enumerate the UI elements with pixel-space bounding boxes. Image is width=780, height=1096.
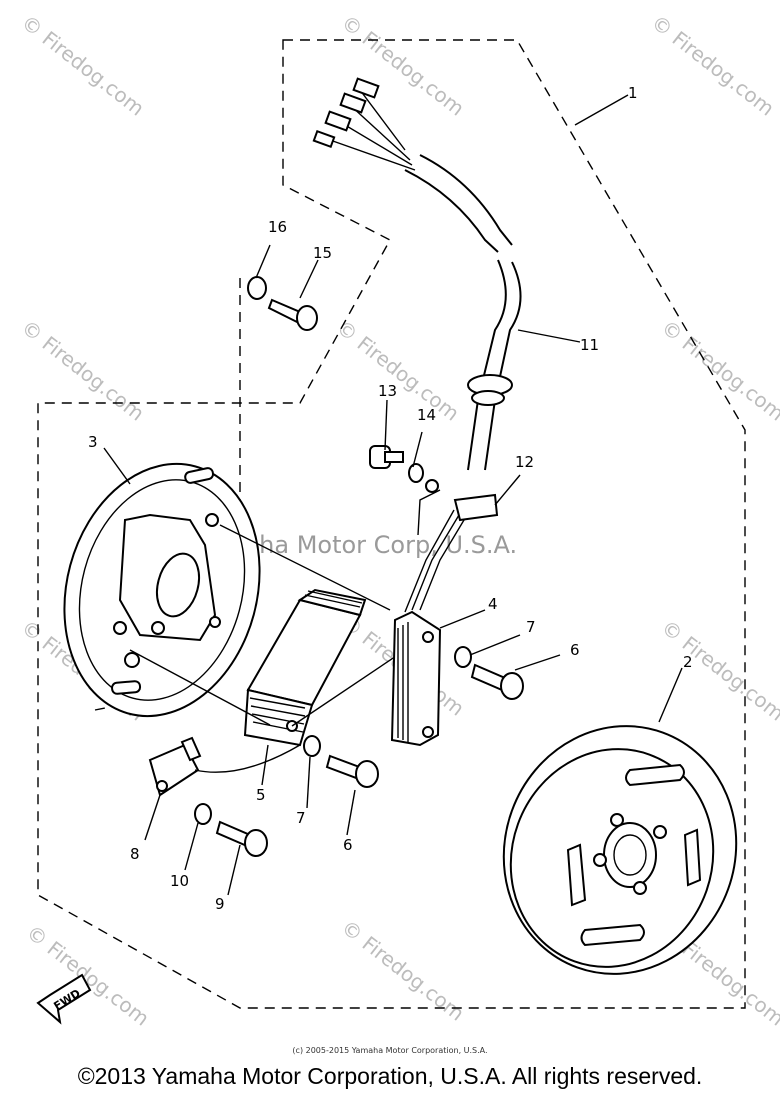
callout-15: 15 bbox=[313, 244, 332, 262]
assembly-boundary bbox=[37, 39, 746, 1009]
callout-6: 6 bbox=[343, 836, 353, 854]
callout-12: 12 bbox=[515, 453, 534, 471]
clamp bbox=[453, 493, 499, 522]
callout-10: 10 bbox=[170, 872, 189, 890]
watermark: © Firedog.com bbox=[657, 615, 780, 725]
washer-7 bbox=[454, 646, 472, 668]
watermark: © Firedog.com bbox=[17, 315, 149, 425]
watermark: © Firedog.com bbox=[647, 10, 779, 120]
callout-16: 16 bbox=[268, 218, 287, 236]
source-coil bbox=[243, 588, 367, 747]
screw-15 bbox=[267, 298, 318, 331]
screw-13 bbox=[369, 445, 404, 469]
base-plate bbox=[63, 462, 261, 718]
callout-9: 9 bbox=[215, 895, 225, 913]
callout-6: 6 bbox=[570, 641, 580, 659]
callout-7: 7 bbox=[296, 809, 306, 827]
watermark: © Firedog.com bbox=[332, 315, 464, 425]
washer-16 bbox=[247, 276, 267, 300]
callout-7: 7 bbox=[526, 618, 536, 636]
lighting-coil bbox=[390, 610, 442, 747]
screw-9 bbox=[215, 820, 268, 857]
watermark: © Firedog.com bbox=[337, 915, 469, 1025]
callout-8: 8 bbox=[130, 845, 140, 863]
washer-7 bbox=[303, 735, 321, 757]
small-copyright: (c) 2005-2015 Yamaha Motor Corporation, … bbox=[292, 1046, 488, 1055]
washer-14 bbox=[408, 463, 424, 483]
callout-5: 5 bbox=[256, 786, 266, 804]
watermark: © Firedog.com bbox=[22, 920, 154, 1030]
washer-10 bbox=[194, 803, 212, 825]
callout-4: 4 bbox=[488, 595, 498, 613]
callout-1: 1 bbox=[628, 84, 638, 102]
watermark: © Firedog.com bbox=[17, 10, 149, 120]
callout-13: 13 bbox=[378, 382, 397, 400]
screw-6 bbox=[470, 663, 524, 700]
wire-harness bbox=[312, 77, 522, 613]
copyright-notice: ©2013 Yamaha Motor Corporation, U.S.A. A… bbox=[77, 1063, 703, 1089]
screw-6 bbox=[325, 754, 379, 788]
callouts: 1 2 3 4 5 6 6 7 7 8 9 10 11 12 13 14 15 … bbox=[88, 84, 693, 913]
callout-11: 11 bbox=[580, 336, 599, 354]
fwd-arrow: FWD bbox=[36, 973, 92, 1025]
rotor bbox=[502, 725, 738, 975]
callout-3: 3 bbox=[88, 433, 98, 451]
watermark: © Firedog.com bbox=[657, 315, 780, 425]
callout-2: 2 bbox=[683, 653, 693, 671]
callout-14: 14 bbox=[417, 406, 436, 424]
pulser-coil bbox=[148, 736, 301, 797]
leader-lines bbox=[103, 94, 683, 896]
